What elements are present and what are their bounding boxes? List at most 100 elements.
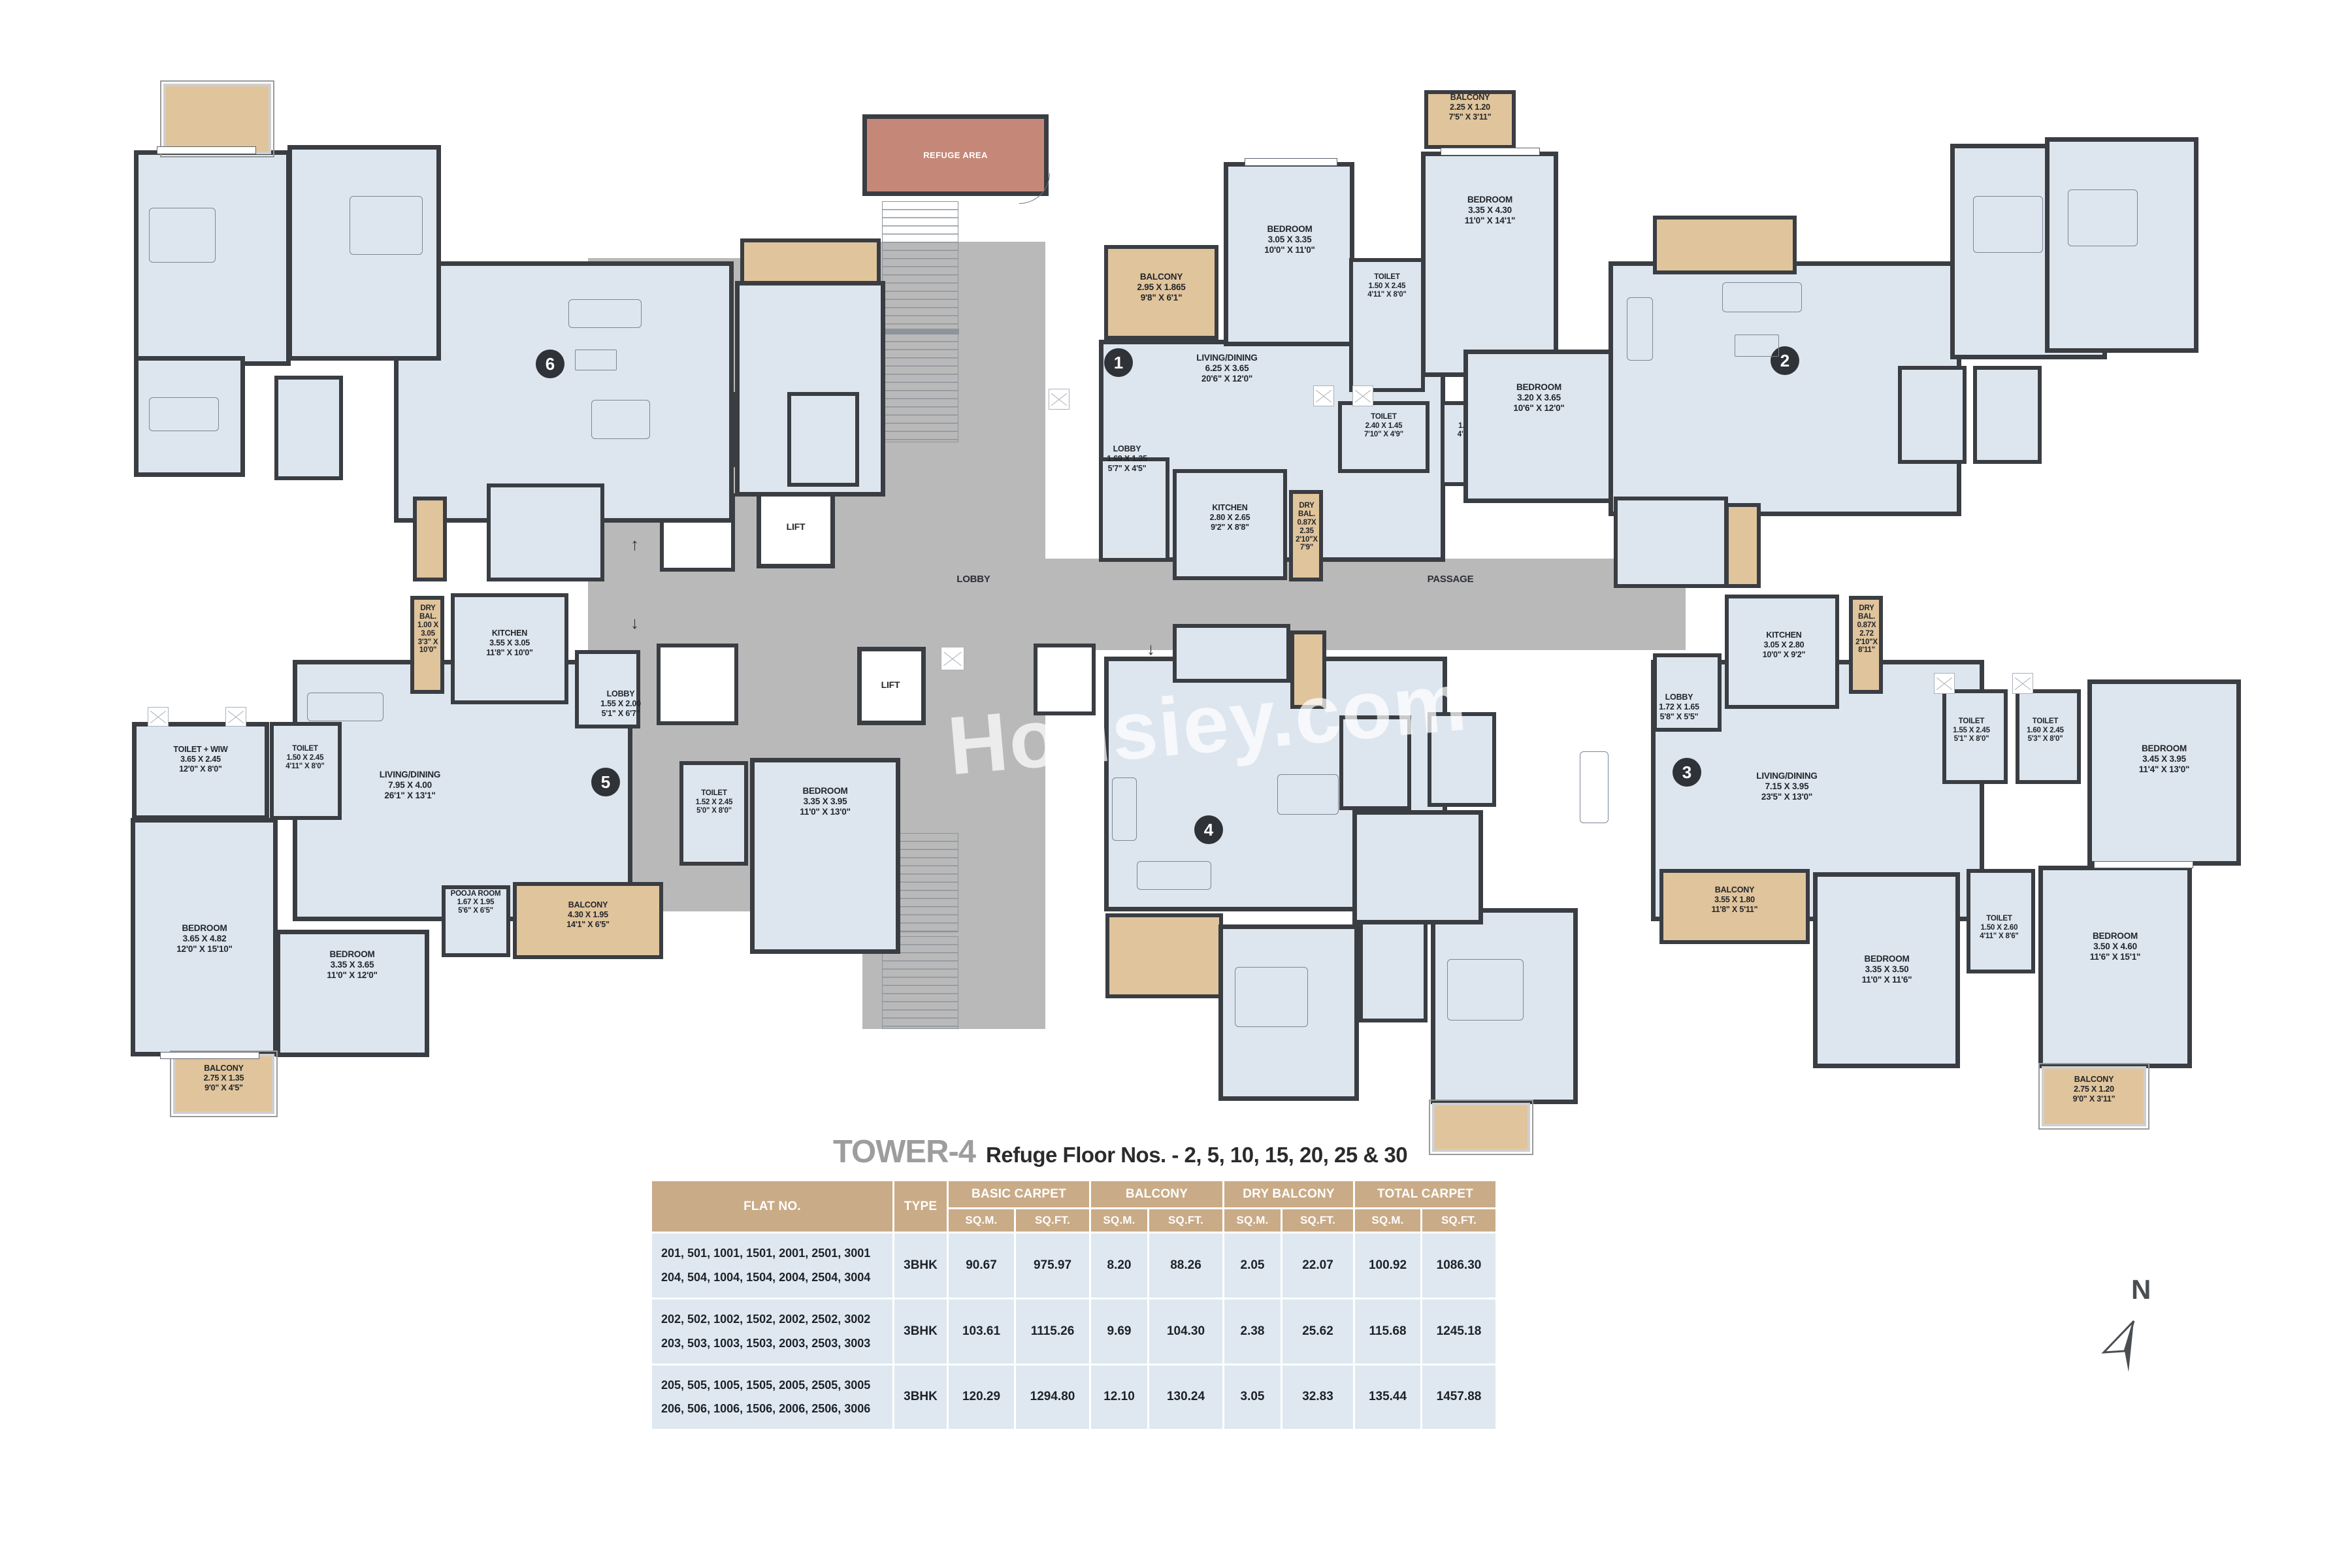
cell-total-sqm: 135.44: [1355, 1365, 1420, 1429]
unit-marker-1: 1: [1104, 348, 1133, 377]
core-lobby-label: LOBBY: [956, 574, 990, 585]
u3-sofa-icon: [1580, 751, 1609, 823]
duct-icon-6: [2012, 673, 2033, 694]
stair-landing-rail-upper: [881, 329, 959, 335]
u2-toilet-b: [1973, 366, 2042, 464]
u5-toilet-2: [270, 722, 342, 820]
u4-bedroom-1: [1218, 924, 1359, 1101]
core-passage-label: PASSAGE: [1427, 574, 1474, 585]
cell-dry-sqft: 22.07: [1282, 1233, 1353, 1298]
u5-toilet-1: [679, 761, 748, 866]
cell-flat-no: 202, 502, 1002, 1502, 2002, 2502, 3002 2…: [652, 1299, 892, 1364]
window-u2-bed1: [1441, 148, 1540, 155]
u1-lobby-label: LOBBY 1.69 X 1.35 5'7" X 4'5": [1107, 444, 1147, 473]
cell-dry-sqft: 25.62: [1282, 1299, 1353, 1364]
u6-toilet-c: [787, 392, 859, 487]
unit-marker-4: 4: [1194, 815, 1223, 844]
core-arrow-up-left: ↑: [630, 534, 639, 554]
u3-bedroom-3: [2038, 866, 2192, 1068]
u3-balcony: [1659, 869, 1810, 944]
u2-balcony-left: [1653, 216, 1797, 274]
tower-name: TOWER-4: [833, 1134, 976, 1169]
u1-toilet-1-label: TOILET 1.50 X 2.45 4'11" X 8'0": [1367, 273, 1407, 299]
flat-line-2: 206, 506, 1006, 1506, 2006, 2506, 3006: [661, 1402, 871, 1416]
u1-bedroom-1-label: BEDROOM 3.05 X 3.35 10'0" X 11'0": [1264, 224, 1315, 255]
u1-toilet-2: [1338, 401, 1429, 473]
u6-toilet-a: [134, 356, 245, 477]
u4-dining-table-icon: [1277, 774, 1339, 815]
u1-kitchen: [1173, 469, 1287, 580]
cell-balcony-sqft: 130.24: [1149, 1365, 1222, 1429]
core-arrow-down-right: ↓: [1147, 639, 1155, 659]
u5-bedroom-1: [750, 758, 900, 954]
window-u6-bed1: [157, 146, 256, 154]
lift-shaft-e: [657, 644, 738, 725]
unit-marker-6: 6: [536, 350, 564, 378]
th-balcony-sqm: SQ.M.: [1091, 1209, 1147, 1232]
th-dry-sqft: SQ.FT.: [1282, 1209, 1353, 1232]
cell-basic-sqm: 103.61: [949, 1299, 1014, 1364]
u1-dry-balcony: [1289, 490, 1323, 581]
table-header-row-1: FLAT NO. TYPE BASIC CARPET BALCONY DRY B…: [652, 1181, 1495, 1232]
u6-dining-table-icon: [591, 400, 650, 439]
lift-shaft-g: [1034, 644, 1096, 715]
th-dry-sqm: SQ.M.: [1224, 1209, 1281, 1232]
table-row: 205, 505, 1005, 1505, 2005, 2505, 3005 2…: [652, 1365, 1495, 1429]
u4-toilet-b: [1428, 712, 1496, 807]
table-header-row-2: SQ.M. SQ.FT. SQ.M. SQ.FT. SQ.M. SQ.FT. S…: [652, 1209, 1495, 1232]
refuge-area: [862, 114, 1049, 196]
u5-bedroom-2: [131, 818, 278, 1056]
lift-d-label: LIFT: [786, 521, 806, 532]
lift-f: [857, 647, 926, 725]
north-arrow: N: [2078, 1274, 2195, 1398]
core-arrow-down-left: ↓: [630, 613, 639, 632]
u5-lobby-room: [575, 650, 640, 728]
unit-marker-2: 2: [1771, 346, 1799, 375]
flat-line-1: 201, 501, 1001, 1501, 2001, 2501, 3001: [661, 1247, 871, 1260]
u4-bedroom-3: [1352, 810, 1483, 924]
window-u1-bed1: [1245, 158, 1337, 166]
u5-toilet-2-label: TOILET 1.50 X 2.45 4'11" X 8'0": [286, 745, 325, 771]
cell-type: 3BHK: [894, 1365, 947, 1429]
cell-dry-sqm: 3.05: [1224, 1365, 1281, 1429]
refuge-floors-note: Refuge Floor Nos. - 2, 5, 10, 15, 20, 25…: [986, 1143, 1408, 1167]
u4-kitchen: [1173, 624, 1290, 683]
u2-bedroom-2-label: BEDROOM 3.20 X 3.65 10'6" X 12'0": [1513, 382, 1565, 413]
u3-dry-balcony-label: DRY BAL. 0.87X 2.72 2'10"X 8'11": [1855, 604, 1878, 655]
u5-toilet-wiw-label: TOILET + WIW 3.65 X 2.45 12'0" X 8'0": [173, 745, 228, 774]
cell-total-sqm: 100.92: [1355, 1233, 1420, 1298]
window-u3-bed1: [2094, 861, 2193, 868]
cell-type: 3BHK: [894, 1233, 947, 1298]
table-row: 201, 501, 1001, 1501, 2001, 2501, 3001 2…: [652, 1233, 1495, 1298]
th-flat-no: FLAT NO.: [652, 1181, 892, 1232]
cell-basic-sqm: 90.67: [949, 1233, 1014, 1298]
cell-basic-sqft: 1294.80: [1016, 1365, 1089, 1429]
u3-lobby-room: [1653, 653, 1722, 732]
u5-bedroom-3-label: BEDROOM 3.35 X 3.65 11'0" X 12'0": [327, 949, 378, 980]
window-u5-bed2: [160, 1052, 259, 1059]
u2-coffee-table-icon: [1735, 335, 1779, 357]
u6-living-room: [394, 261, 734, 523]
u4-balcony-bottom: [1429, 1100, 1533, 1155]
u5-kitchen-label: KITCHEN 3.55 X 3.05 11'8" X 10'0": [486, 629, 533, 657]
cell-dry-sqm: 2.38: [1224, 1299, 1281, 1364]
cell-total-sqm: 115.68: [1355, 1299, 1420, 1364]
u1-dry-balcony-label: DRY BAL. 0.87X 2.35 2'10"X 7'9": [1296, 502, 1318, 552]
u2-tv-unit-icon: [1627, 297, 1653, 361]
cell-dry-sqft: 32.83: [1282, 1365, 1353, 1429]
u2-kitchen: [1614, 497, 1728, 588]
cell-balcony-sqft: 104.30: [1149, 1299, 1222, 1364]
u6-dry-balcony: [413, 497, 447, 581]
u1-toilet-1: [1349, 258, 1425, 392]
u5-bedroom-1-label: BEDROOM 3.35 X 3.95 11'0" X 13'0": [800, 786, 851, 817]
th-total-sqm: SQ.M.: [1355, 1209, 1420, 1232]
u5-living-label: LIVING/DINING 7.95 X 4.00 26'1" X 13'1": [379, 770, 441, 800]
u4-bedroom-2: [1431, 908, 1578, 1104]
u3-bedroom-3-label: BEDROOM 3.50 X 4.60 11'6" X 15'1": [2089, 931, 2141, 962]
cell-total-sqft: 1245.18: [1422, 1299, 1495, 1364]
table-head: FLAT NO. TYPE BASIC CARPET BALCONY DRY B…: [652, 1181, 1495, 1232]
u3-toilet-3: [1967, 869, 2035, 973]
u1-living-label: LIVING/DINING 6.25 X 3.65 20'6" X 12'0": [1196, 353, 1258, 384]
u6-balcony-top: [160, 80, 274, 157]
th-total-carpet: TOTAL CARPET: [1355, 1181, 1495, 1207]
